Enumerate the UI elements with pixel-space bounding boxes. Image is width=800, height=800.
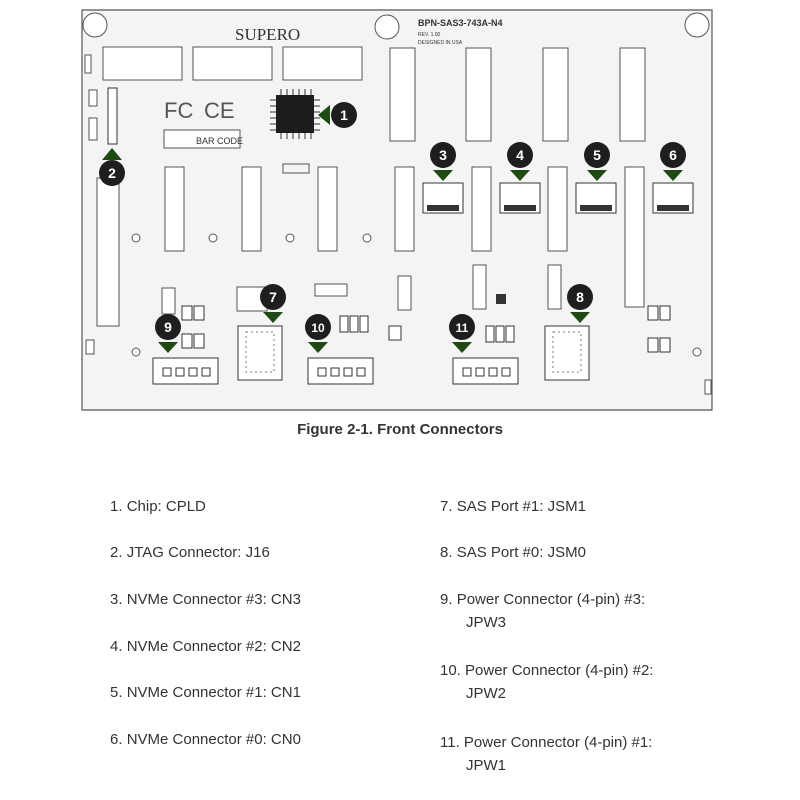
callout-5: 5: [584, 142, 610, 181]
figure-caption: Figure 2-1. Front Connectors: [297, 421, 503, 438]
legend-item-4: 4. NVMe Connector #2: CN2: [110, 638, 301, 655]
fcc-mark: FC: [164, 98, 193, 123]
svg-text:10: 10: [311, 321, 325, 335]
svg-text:7: 7: [269, 289, 277, 305]
power-connector-jpw1: [452, 357, 519, 385]
legend-item-8: 8. SAS Port #0: JSM0: [440, 544, 586, 561]
callout-1: 1: [318, 102, 357, 128]
legend-item-6: 6. NVMe Connector #0: CN0: [110, 731, 301, 748]
legend-item-7: 7. SAS Port #1: JSM1: [440, 498, 586, 515]
nvme-connector-cn3: [422, 182, 464, 214]
mount-hole: [374, 14, 400, 40]
callout-10: 10: [305, 314, 331, 353]
svg-text:2: 2: [108, 165, 116, 181]
callout-4: 4: [507, 142, 533, 181]
legend-item-10: 10. Power Connector (4-pin) #2:JPW2: [440, 662, 654, 702]
nvme-connector-cn1: [575, 182, 617, 214]
callout-9: 9: [155, 314, 181, 353]
ce-mark: CE: [204, 98, 235, 123]
callout-2: 2: [99, 148, 125, 186]
sas-port-jsm1: [237, 325, 283, 381]
board-designed: DESIGNED IN USA: [418, 40, 463, 46]
nvme-connector-cn2: [499, 182, 541, 214]
board-model: BPN-SAS3-743A-N4: [418, 18, 503, 28]
jtag-header: [107, 87, 118, 145]
backplane-diagram: SUPERO BPN-SAS3-743A-N4 REV. 1.00 DESIGN…: [81, 9, 713, 411]
legend-item-2: 2. JTAG Connector: J16: [110, 544, 270, 561]
svg-text:6: 6: [669, 147, 677, 163]
svg-text:1: 1: [340, 107, 348, 123]
svg-text:9: 9: [164, 319, 172, 335]
sas-port-jsm0: [544, 325, 590, 381]
cpld-chip: [276, 95, 314, 133]
barcode-label: BAR CODE: [196, 136, 243, 146]
brand-logo: SUPERO: [235, 25, 300, 44]
connector-legend: 1. Chip: CPLD 2. JTAG Connector: J16 3. …: [0, 490, 800, 790]
svg-text:5: 5: [593, 147, 601, 163]
power-connector-jpw2: [307, 357, 374, 385]
legend-item-11: 11. Power Connector (4-pin) #1:JPW1: [440, 734, 653, 774]
svg-text:8: 8: [576, 289, 584, 305]
mount-hole: [684, 12, 710, 38]
callout-7: 7: [260, 284, 286, 323]
legend-item-1: 1. Chip: CPLD: [110, 498, 206, 515]
svg-text:11: 11: [456, 321, 469, 335]
svg-text:3: 3: [439, 147, 447, 163]
callout-6: 6: [660, 142, 686, 181]
callout-3: 3: [430, 142, 456, 181]
legend-item-3: 3. NVMe Connector #3: CN3: [110, 591, 301, 608]
nvme-connector-cn0: [652, 182, 694, 214]
board-rev: REV. 1.00: [418, 32, 441, 38]
callout-8: 8: [567, 284, 593, 323]
power-connector-jpw3: [152, 357, 219, 385]
callout-11: 11: [449, 314, 475, 353]
mount-hole: [82, 12, 108, 38]
barcode-box: [163, 129, 241, 149]
legend-item-9: 9. Power Connector (4-pin) #3:JPW3: [440, 591, 646, 631]
legend-item-5: 5. NVMe Connector #1: CN1: [110, 684, 301, 701]
svg-text:4: 4: [516, 147, 524, 163]
